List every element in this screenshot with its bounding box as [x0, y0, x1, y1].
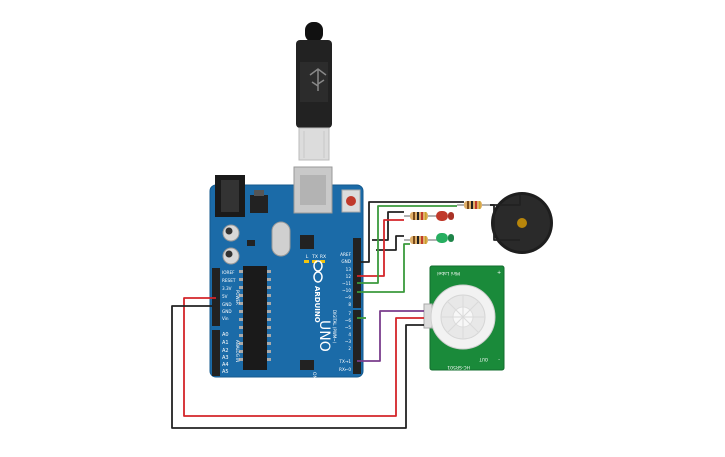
pin-label: RESET	[222, 278, 236, 283]
power-section-label: POWER	[235, 290, 240, 305]
wire-purple-pir-out	[357, 310, 424, 362]
wire-black-green-led	[376, 235, 404, 251]
pin-label: ~5	[345, 325, 352, 330]
wire-black-led-gnd	[372, 211, 404, 241]
green-led	[436, 233, 454, 243]
pin-label: A0	[222, 332, 229, 338]
wire-black-buzzer-top	[490, 195, 521, 206]
pin-label: A5	[222, 369, 229, 375]
pir-pin-minus: -	[498, 356, 500, 362]
on-label: ON	[311, 372, 317, 379]
pin-label: TX→1	[338, 359, 351, 364]
pin-label: 5V	[222, 294, 228, 299]
pin-label: GND	[341, 259, 351, 264]
pin-label: A3	[222, 355, 229, 361]
analog-pin-labels: A0 A1 A2 A3 A4 A5	[222, 332, 229, 375]
pin-label: 2	[348, 346, 351, 351]
pin-label: ~3	[345, 339, 352, 344]
wire-red-5v	[183, 297, 424, 417]
pin-label: 4	[348, 332, 351, 337]
pin-label: GND	[222, 309, 232, 314]
pir-sensor: Mini Label + OUT - HC-SR501	[423, 265, 505, 371]
pin-label: ~10	[342, 288, 351, 293]
pin-label: A2	[222, 348, 229, 354]
resistor-buzzer	[457, 201, 490, 209]
resistor-green-led	[404, 236, 438, 244]
led-tx-label: TX	[311, 254, 318, 260]
pin-label: A4	[222, 362, 229, 368]
pin-label: A1	[222, 340, 229, 346]
board-model: UNO	[316, 320, 332, 352]
pin-label: GND	[222, 302, 232, 307]
wire-black-gnd-rail	[357, 201, 464, 263]
pin-label: IOREF	[222, 270, 235, 275]
power-pin-labels: IOREF RESET 3.3V 5V GND GND Vin	[222, 270, 236, 321]
pin-label: 13	[346, 267, 352, 272]
digital-section-label: DIGITAL (PWM~)	[332, 310, 337, 344]
wire-green-pin11	[357, 205, 457, 284]
pin-label: 12	[346, 274, 352, 279]
arduino-logo: ARDUINO	[313, 260, 323, 323]
red-led	[436, 211, 454, 221]
arduino-wordmark: ARDUINO	[313, 286, 321, 323]
wire-green-pin8	[357, 243, 410, 293]
pin-label: 3.3V	[222, 286, 232, 291]
pin-label: RX←0	[339, 367, 351, 372]
wires	[171, 195, 521, 429]
digital-pin-labels: AREF GND 13 12 ~11 ~10 ~9 8 7 ~6 ~5 4 ~3…	[338, 252, 351, 372]
led-l-label: L	[306, 254, 309, 260]
pin-label: Vin	[222, 316, 229, 321]
wire-red-pin12	[357, 219, 404, 277]
resistor-red-led	[404, 212, 438, 220]
arduino-uno-board: L TX RX ON ARDUINO UNO IOREF RESET 3.3V …	[209, 166, 364, 379]
wire-black-pir-gnd	[171, 305, 424, 429]
usb-cable	[296, 22, 332, 161]
pin-label: AREF	[340, 252, 351, 257]
analog-section-label: ANALOG IN	[235, 340, 240, 362]
pin-label: 7	[348, 311, 351, 316]
pin-label: ~11	[342, 281, 351, 286]
board-led-labels: L TX RX ON	[304, 254, 326, 379]
piezo-buzzer	[491, 192, 553, 254]
pir-top-label: Mini Label	[437, 270, 460, 276]
pin-label: 8	[348, 302, 351, 307]
pin-label: ~6	[345, 318, 352, 323]
pin-label: ~9	[345, 295, 352, 300]
led-rx-label: RX	[320, 254, 326, 260]
pir-bottom-label: HC-SR501	[447, 364, 470, 370]
pir-pin-out: OUT	[479, 357, 488, 362]
pir-pin-plus: +	[497, 270, 501, 276]
